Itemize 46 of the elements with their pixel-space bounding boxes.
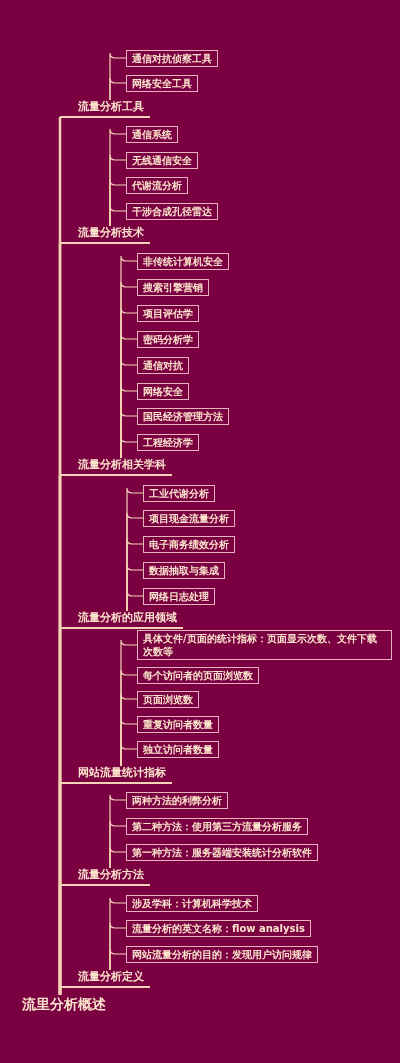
subtopic-box: 涉及学科：计算机科学技术 (126, 894, 258, 912)
subtopic-box: 无线通信安全 (126, 151, 198, 169)
connector-line (120, 743, 138, 767)
connector-line (120, 436, 138, 459)
subtopic-box: 密码分析学 (137, 330, 199, 348)
subtopic-box: 网络安全工具 (126, 74, 198, 92)
subtopic-box: 网络日志处理 (143, 587, 215, 605)
subtopic-box: 项目现金流量分析 (143, 509, 235, 527)
subtopic-box: 搜索引擎营销 (137, 278, 209, 296)
connector-line (126, 590, 144, 612)
subtopic-box: 通信对抗侦察工具 (126, 49, 218, 67)
subtopic-box: 页面浏览数 (137, 690, 199, 708)
branch-topic: 网站流量统计指标 (60, 766, 172, 784)
subtopic-box: 电子商务绩效分析 (143, 535, 235, 553)
subtopic-box: 干涉合成孔径雷达 (126, 202, 218, 220)
connector-line (109, 948, 127, 971)
subtopic-box: 重复访问者数量 (137, 715, 219, 733)
subtopic-box: 具体文件/页面的统计指标：页面显示次数、文件下载次数等 (137, 630, 392, 660)
connector-line (109, 846, 127, 869)
branch-topic: 流量分析的应用领域 (60, 611, 183, 629)
subtopic-box: 国民经济管理方法 (137, 407, 229, 425)
subtopic-box: 数据抽取与集成 (143, 561, 225, 579)
branch-topic: 流量分析相关学科 (60, 458, 172, 476)
subtopic-box: 独立访问者数量 (137, 740, 219, 758)
root-topic: 流里分析概述 (22, 995, 106, 1013)
branch-topic: 流量分析方法 (60, 868, 150, 886)
subtopic-box: 通信对抗 (137, 356, 189, 374)
branch-topic: 流量分析工具 (60, 100, 150, 118)
subtopic-box: 通信系统 (126, 125, 178, 143)
subtopic-box: 项目评估学 (137, 304, 199, 322)
subtopic-box: 代谢流分析 (126, 176, 188, 194)
branch-topic: 流量分析技术 (60, 226, 150, 244)
subtopic-box: 第一种方法：服务器端安装统计分析软件 (126, 843, 318, 861)
subtopic-box: 工业代谢分析 (143, 484, 215, 502)
subtopic-box: 网站流量分析的目的：发现用户访问规律 (126, 945, 318, 963)
subtopic-box: 工程经济学 (137, 433, 199, 451)
subtopic-box: 每个访问者的页面浏览数 (137, 666, 259, 684)
subtopic-box: 流量分析的英文名称：flow analysis (126, 919, 311, 937)
subtopic-box: 第二种方法：使用第三方流量分析服务 (126, 817, 308, 835)
subtopic-box: 非传统计算机安全 (137, 252, 229, 270)
connector-line (109, 77, 127, 101)
subtopic-box: 两种方法的利弊分析 (126, 791, 228, 809)
subtopic-box: 网络安全 (137, 382, 189, 400)
connector-line (109, 205, 127, 227)
branch-topic: 流量分析定义 (60, 970, 150, 988)
connector-line (58, 987, 62, 995)
